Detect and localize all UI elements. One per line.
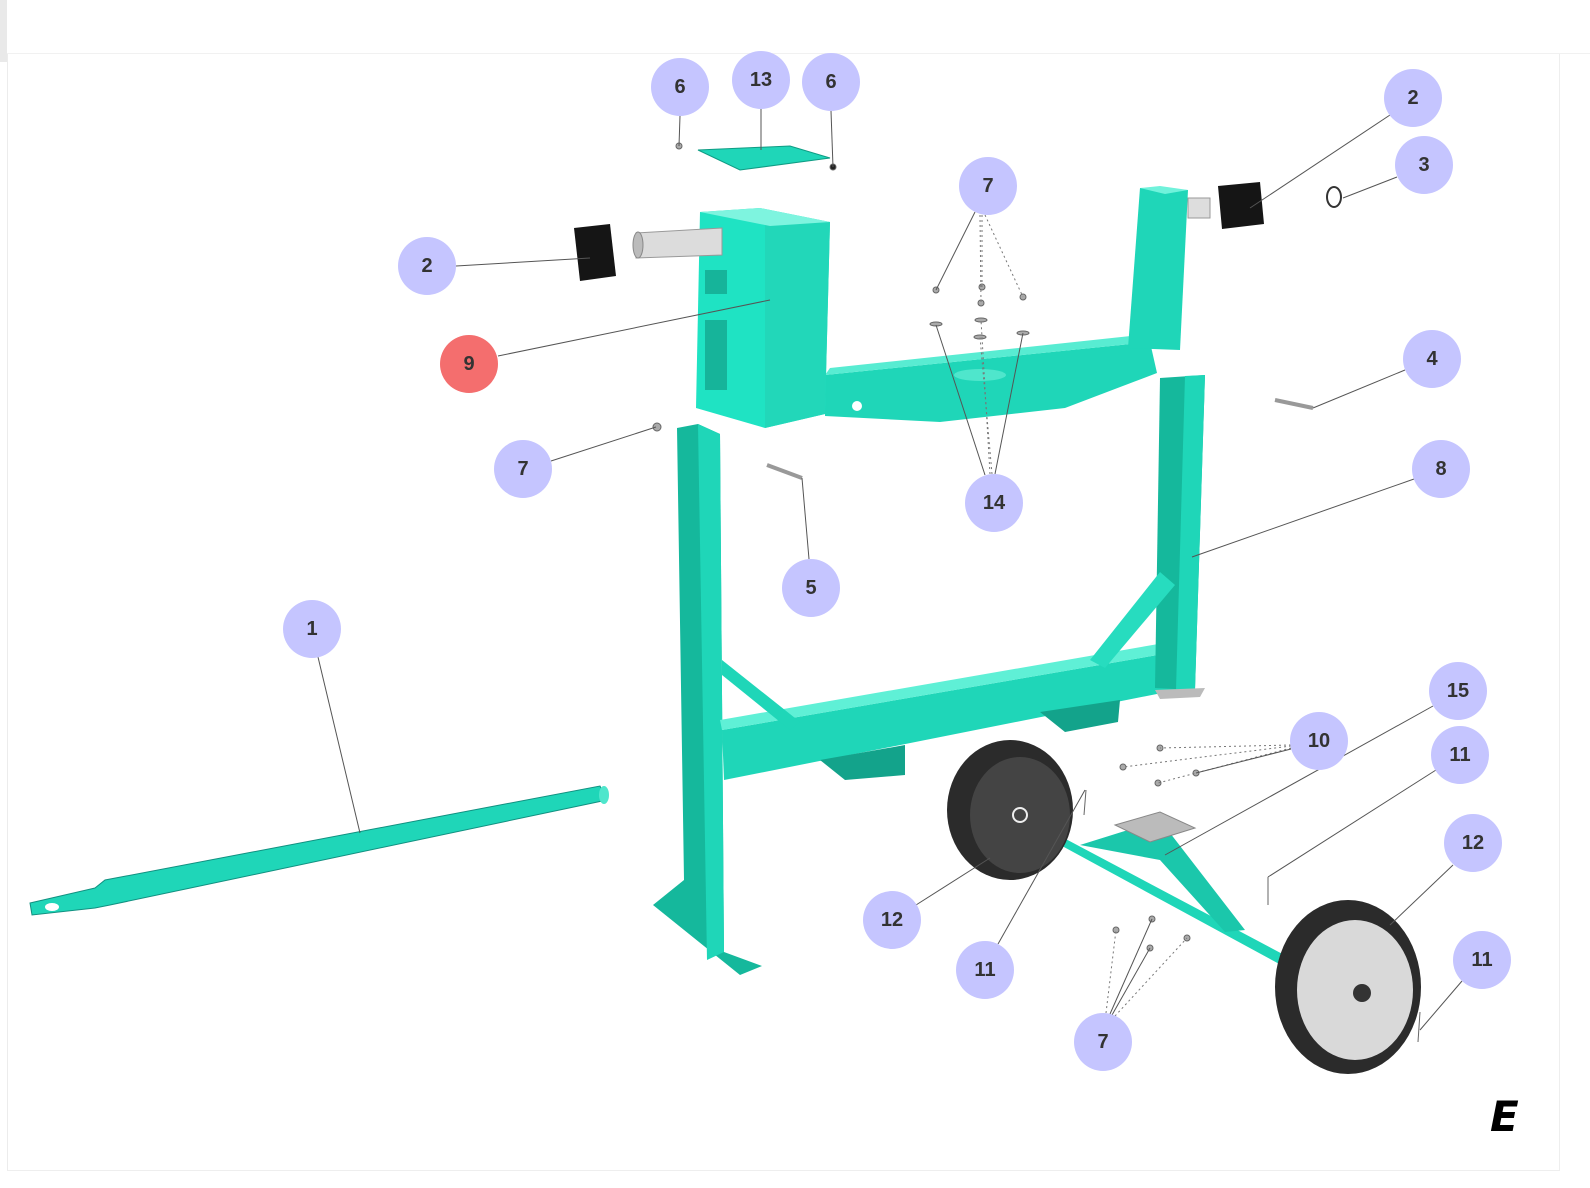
part-gearbox-housing-9[interactable] bbox=[632, 208, 830, 428]
svg-text:14: 14 bbox=[983, 492, 1006, 514]
svg-text:2: 2 bbox=[421, 255, 432, 277]
svg-text:11: 11 bbox=[974, 959, 995, 981]
svg-text:9: 9 bbox=[463, 353, 474, 375]
callout-6[interactable]: 6 bbox=[802, 53, 860, 111]
svg-text:8: 8 bbox=[1435, 458, 1446, 480]
callout-4[interactable]: 4 bbox=[1403, 330, 1461, 388]
callout-1[interactable]: 1 bbox=[283, 600, 341, 658]
callout-8[interactable]: 8 bbox=[1412, 440, 1470, 498]
svg-text:7: 7 bbox=[1097, 1031, 1108, 1053]
callout-2[interactable]: 2 bbox=[398, 237, 456, 295]
callout-11[interactable]: 11 bbox=[1453, 931, 1511, 989]
part-bearing-block-left[interactable] bbox=[574, 224, 616, 281]
svg-text:12: 12 bbox=[1462, 832, 1484, 854]
part-bearing-block-right[interactable] bbox=[1187, 182, 1264, 229]
part-wheel-right-12[interactable] bbox=[1275, 900, 1421, 1074]
part-wheel-left-12[interactable] bbox=[947, 740, 1073, 880]
svg-text:6: 6 bbox=[825, 71, 836, 93]
callout-3[interactable]: 3 bbox=[1395, 136, 1453, 194]
part-front-frame-8[interactable] bbox=[1090, 375, 1205, 699]
callout-7[interactable]: 7 bbox=[1074, 1013, 1132, 1071]
svg-text:15: 15 bbox=[1447, 680, 1469, 702]
part-drawbar[interactable] bbox=[29, 785, 609, 916]
part-rear-leg-frame[interactable] bbox=[653, 424, 1177, 975]
svg-text:6: 6 bbox=[674, 76, 685, 98]
callout-14[interactable]: 14 bbox=[965, 474, 1023, 532]
svg-text:11: 11 bbox=[1471, 949, 1492, 971]
svg-text:2: 2 bbox=[1407, 87, 1418, 109]
callout-15[interactable]: 15 bbox=[1429, 662, 1487, 720]
callouts: 6 13 6 2 3 7 2 9 4 7 14 8 5 1 15 10 11 1… bbox=[283, 51, 1511, 1071]
svg-text:12: 12 bbox=[881, 909, 903, 931]
callout-7[interactable]: 7 bbox=[494, 440, 552, 498]
callout-7[interactable]: 7 bbox=[959, 157, 1017, 215]
callout-11[interactable]: 11 bbox=[956, 941, 1014, 999]
svg-text:7: 7 bbox=[517, 458, 528, 480]
part-cover-plate-13[interactable] bbox=[697, 145, 831, 171]
part-upper-cradle[interactable] bbox=[825, 186, 1188, 422]
callout-2[interactable]: 2 bbox=[1384, 69, 1442, 127]
callout-6[interactable]: 6 bbox=[651, 58, 709, 116]
svg-text:4: 4 bbox=[1426, 348, 1438, 370]
callout-11[interactable]: 11 bbox=[1431, 726, 1489, 784]
section-letter: E bbox=[1490, 1092, 1519, 1141]
svg-text:1: 1 bbox=[306, 618, 317, 640]
side-strip bbox=[0, 0, 7, 62]
leader-lines bbox=[317, 109, 1463, 1031]
part-bolt-5[interactable] bbox=[766, 463, 803, 480]
part-bolt-4[interactable] bbox=[1274, 398, 1314, 410]
svg-text:7: 7 bbox=[982, 175, 993, 197]
callout-9-selected[interactable]: 9 bbox=[440, 335, 498, 393]
svg-text:10: 10 bbox=[1308, 730, 1330, 752]
svg-text:5: 5 bbox=[805, 577, 816, 599]
callout-10[interactable]: 10 bbox=[1290, 712, 1348, 770]
svg-text:11: 11 bbox=[1449, 744, 1470, 766]
part-circlip-3[interactable] bbox=[1326, 186, 1342, 208]
callout-12[interactable]: 12 bbox=[1444, 814, 1502, 872]
top-bar bbox=[7, 0, 1590, 54]
callout-12[interactable]: 12 bbox=[863, 891, 921, 949]
part-axle-15[interactable] bbox=[1040, 811, 1290, 966]
callout-13[interactable]: 13 bbox=[732, 51, 790, 109]
svg-text:3: 3 bbox=[1418, 154, 1429, 176]
svg-text:13: 13 bbox=[750, 69, 772, 91]
callout-5[interactable]: 5 bbox=[782, 559, 840, 617]
